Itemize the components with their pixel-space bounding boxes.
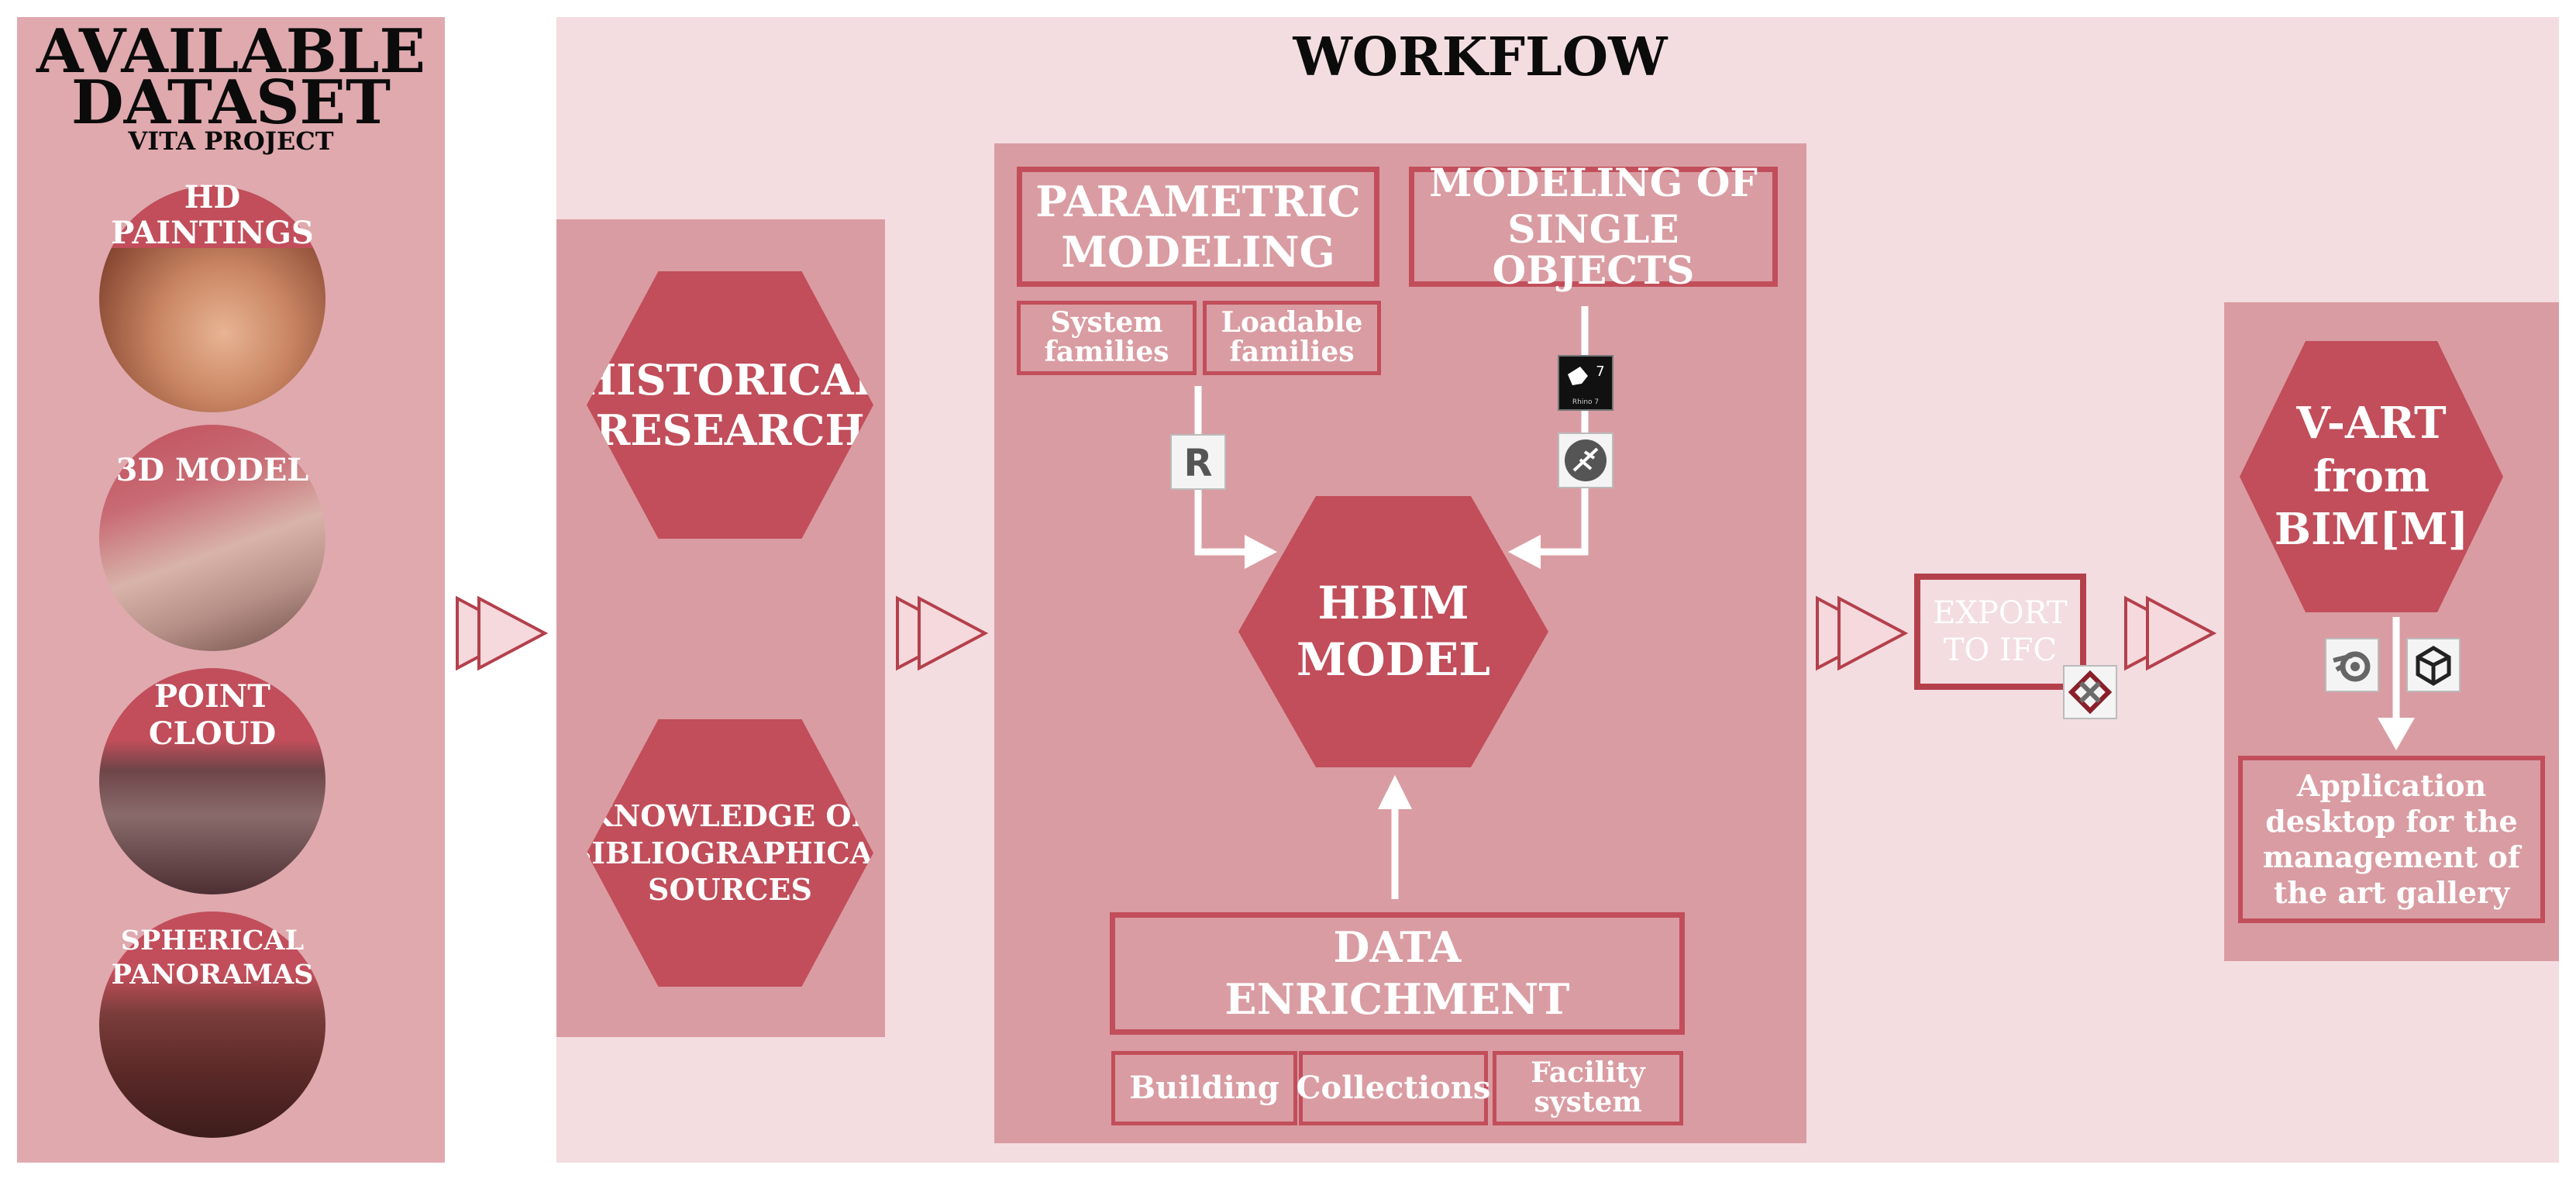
- system-line2: families: [1044, 336, 1169, 368]
- svg-text:7: 7: [1596, 364, 1604, 380]
- rhino-icon: 7 Rhino 7: [1558, 355, 1613, 411]
- workflow-title: WORKFLOW: [1293, 26, 1668, 88]
- parametric-line1: PARAMETRIC: [1035, 176, 1361, 226]
- system-line1: System: [1050, 306, 1163, 339]
- app-line1: Application: [2296, 768, 2487, 804]
- hd-paintings-label-2: PAINTINGS: [111, 215, 314, 251]
- arrowhead-down: [2378, 718, 2415, 750]
- blender-icon: [2325, 638, 2379, 692]
- export-line1: EXPORT: [1933, 595, 2068, 631]
- svg-text:R: R: [1184, 442, 1213, 485]
- historical-research-line1: HISTORICAL: [577, 354, 883, 405]
- knowledge-line2: BIBLIOGRAPHICAL: [567, 835, 894, 870]
- app-line2: desktop for the: [2265, 804, 2518, 839]
- v-art-line1: V-ART: [2296, 397, 2447, 449]
- 3d-model-image: [99, 425, 325, 651]
- v-art-line3: BIM[M]: [2274, 504, 2469, 556]
- chevron-3b: [1837, 595, 1909, 671]
- rhino-caption: Rhino 7: [1572, 398, 1599, 406]
- white-arrowheads: [1245, 535, 2415, 809]
- enrich-line2: ENRICHMENT: [1224, 974, 1570, 1024]
- arrow-single-to-hbim: [1538, 306, 1589, 556]
- system-families-box: System families: [1017, 301, 1197, 375]
- parametric-line2: MODELING: [1061, 226, 1335, 277]
- single-line1: MODELING OF: [1429, 159, 1758, 205]
- data-enrichment-box: DATA ENRICHMENT: [1110, 912, 1685, 1035]
- arrowhead-up: [1378, 775, 1412, 809]
- hd-paintings-label-1: HD: [184, 179, 241, 215]
- collections-box: Collections: [1296, 1051, 1491, 1125]
- grasshopper-icon: [1558, 432, 1613, 488]
- spherical-panoramas-image: [99, 911, 325, 1138]
- v-art-line2: from: [2313, 450, 2430, 502]
- hbim-line1: HBIM: [1317, 577, 1469, 630]
- facility-line2: system: [1534, 1086, 1642, 1118]
- loadable-families-box: Loadable families: [1203, 301, 1381, 375]
- single-line2: SINGLE OBJECTS: [1492, 206, 1695, 293]
- arrowhead-right: [1245, 535, 1277, 569]
- dataset-title-line1: AVAILABLE: [36, 16, 425, 87]
- export-line2: TO IFC: [1943, 632, 2058, 668]
- ifc-icon: [2063, 665, 2117, 719]
- knowledge-line1: KNOWLEDGE OF: [587, 798, 873, 833]
- point-cloud-image: [99, 668, 325, 894]
- loadable-line2: families: [1229, 336, 1355, 368]
- hd-paintings-image: [99, 186, 325, 412]
- chevron-1b: [477, 595, 549, 671]
- hbim-line2: MODEL: [1296, 633, 1490, 686]
- facility-line1: Facility: [1531, 1056, 1645, 1090]
- dataset-title-line2: DATASET: [71, 67, 391, 138]
- chevron-4b: [2146, 595, 2217, 671]
- parametric-modeling-box: PARAMETRIC MODELING: [1017, 167, 1379, 287]
- spherical-panoramas-label-2: PANORAMAS: [111, 959, 314, 991]
- revit-icon: R: [1170, 434, 1226, 490]
- collections-label: Collections: [1296, 1070, 1491, 1106]
- unity-icon: [2406, 638, 2461, 692]
- v-art-hexagon: V-ART from BIM[M]: [2240, 341, 2503, 612]
- export-ifc-box: EXPORT TO IFC: [1914, 574, 2086, 690]
- knowledge-line3: SOURCES: [648, 872, 812, 908]
- single-objects-box: MODELING OF SINGLE OBJECTS: [1409, 162, 1778, 291]
- building-label: Building: [1129, 1070, 1279, 1106]
- historical-research-line2: RESEARCH: [595, 405, 865, 455]
- white-connectors: [1194, 306, 2400, 899]
- facility-system-box: Facility system: [1493, 1051, 1683, 1125]
- application-box: Application desktop for the management o…: [2238, 756, 2545, 923]
- enrich-line1: DATA: [1333, 922, 1462, 973]
- building-box: Building: [1111, 1051, 1297, 1125]
- arrowhead-left: [1508, 535, 1541, 569]
- point-cloud-label-1: POINT: [154, 678, 270, 715]
- point-cloud-label-2: CLOUD: [148, 715, 277, 752]
- chevron-2b: [918, 595, 989, 671]
- loadable-line1: Loadable: [1221, 306, 1363, 339]
- flow-chevrons: [456, 595, 2217, 671]
- spherical-panoramas-label-1: SPHERICAL: [120, 925, 305, 956]
- 3d-model-label: 3D MODEL: [115, 452, 309, 488]
- dataset-subtitle: VITA PROJECT: [128, 126, 334, 156]
- app-line3: management of: [2262, 839, 2521, 874]
- app-line4: the art gallery: [2273, 874, 2510, 910]
